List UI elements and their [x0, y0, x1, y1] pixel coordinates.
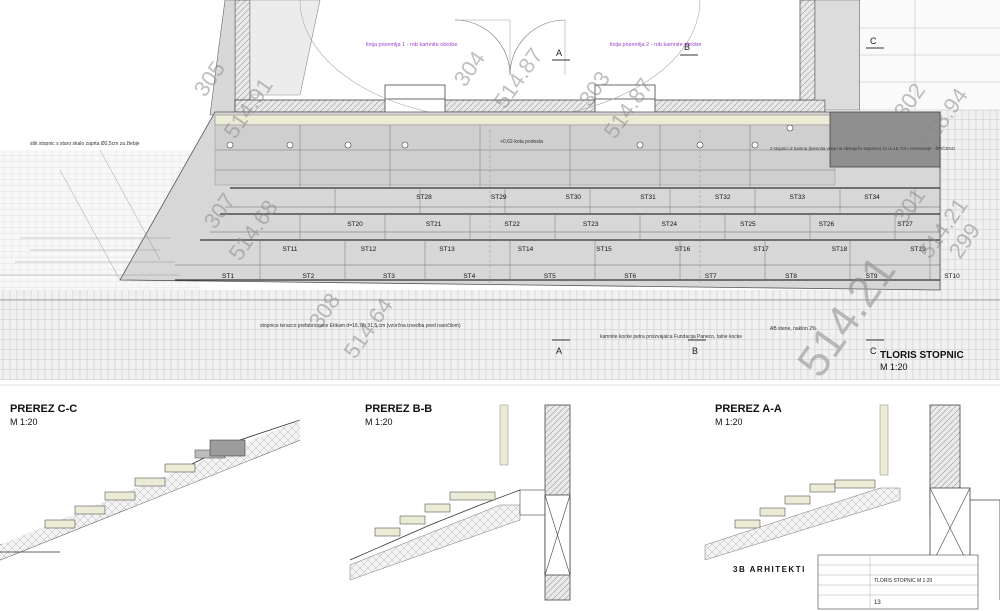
step-label: ST2 [302, 273, 314, 280]
step-label: ST22 [504, 221, 520, 228]
section-title-a: PREREZ A-A [715, 403, 782, 415]
section-a-a: PREREZ A-A M 1:20 [704, 403, 1000, 600]
step-label: ST33 [790, 194, 806, 201]
step-label: ST24 [662, 221, 678, 228]
step-label: ST25 [740, 221, 756, 228]
section-mark-a-bottom: A [556, 346, 562, 356]
step-label: ST14 [518, 246, 534, 253]
step-label: ST28 [416, 194, 432, 201]
note-corner: 2 stopnici iz kamna (kamnita vrsta na ob… [770, 146, 956, 151]
section-scale-c: M 1:20 [10, 417, 38, 427]
step-label: ST17 [753, 246, 769, 253]
note-line-1: linija prizemlja 1 - rob kamnite obrobe [366, 42, 457, 48]
step-labels-row-4: ST28 ST29 ST30 ST31 ST32 ST33 ST34 [416, 194, 880, 201]
step-labels-row-1: ST1 ST2 ST3 ST4 ST5 ST6 ST7 ST8 ST9 ST10 [222, 273, 960, 280]
note-kote: +0,62-kota podesta [500, 139, 543, 145]
note-bottom-mid: kamnite kocke petra proizvajalca Fundaci… [600, 334, 742, 340]
step-label: ST16 [675, 246, 691, 253]
step-label: ST29 [491, 194, 507, 201]
step-label: ST19 [910, 246, 926, 253]
step-label: ST32 [715, 194, 731, 201]
step-label: ST27 [897, 221, 913, 228]
section-title-c: PREREZ C-C [10, 403, 77, 415]
step-label: ST13 [439, 246, 455, 253]
section-scale-a: M 1:20 [715, 417, 743, 427]
note-line-2: linija prizemlja 2 - rob kamnite obrobe [610, 42, 701, 48]
note-bottom-right: AB stene, naklon 2% [770, 326, 817, 332]
stamp-sheet: 13 [874, 600, 881, 606]
note-bottom-left: stopnice teracco prefabricirane Etikam d… [260, 323, 461, 329]
step-label: ST26 [819, 221, 835, 228]
survey-number: 304 [449, 46, 491, 90]
step-label: ST34 [864, 194, 880, 201]
step-labels-row-3: ST20 ST21 ST22 ST23 ST24 ST25 ST26 ST27 [347, 221, 913, 228]
step-label: ST8 [785, 273, 797, 280]
step-label: ST4 [463, 273, 475, 280]
step-label: ST18 [832, 246, 848, 253]
section-b-b: PREREZ B-B M 1:20 [349, 403, 571, 601]
section-mark-c-top: C [870, 36, 877, 46]
section-mark-b-top: B [684, 42, 690, 52]
step-label: ST1 [222, 273, 234, 280]
note-left-wall: stik stopnic s staro skalo zaprta Ø2,5cm… [30, 141, 140, 147]
step-label: ST9 [866, 273, 878, 280]
step-label: ST21 [426, 221, 442, 228]
section-mark-a-top: A [556, 48, 562, 58]
step-label: ST23 [583, 221, 599, 228]
step-label: ST11 [282, 246, 297, 253]
section-title-b: PREREZ B-B [365, 403, 432, 415]
step-label: ST20 [347, 221, 363, 228]
plan-scale: M 1:20 [880, 362, 908, 372]
section-scale-b: M 1:20 [365, 417, 393, 427]
title-block: 3B ARHITEKTI TLORIS STOPNIC M 1:20 13 [733, 554, 979, 610]
stamp-drawing: TLORIS STOPNIC M 1:20 [874, 578, 932, 584]
section-c-c: PREREZ C-C M 1:20 [0, 403, 301, 561]
step-label: ST6 [624, 273, 636, 280]
step-label: ST10 [944, 273, 960, 280]
firm-name: 3B ARHITEKTI [733, 565, 806, 574]
section-mark-c-bottom: C [870, 346, 877, 356]
step-label: ST15 [596, 246, 612, 253]
step-labels-row-2: ST11 ST12 ST13 ST14 ST15 ST16 ST17 ST18 ST19 [282, 246, 926, 253]
step-label: ST31 [640, 194, 656, 201]
step-label: ST7 [705, 273, 717, 280]
step-label: ST12 [361, 246, 377, 253]
plan-title: TLORIS STOPNIC [880, 350, 964, 361]
section-mark-b-bottom: B [692, 346, 698, 356]
step-label: ST5 [544, 273, 556, 280]
step-label: ST3 [383, 273, 395, 280]
step-label: ST30 [566, 194, 582, 201]
